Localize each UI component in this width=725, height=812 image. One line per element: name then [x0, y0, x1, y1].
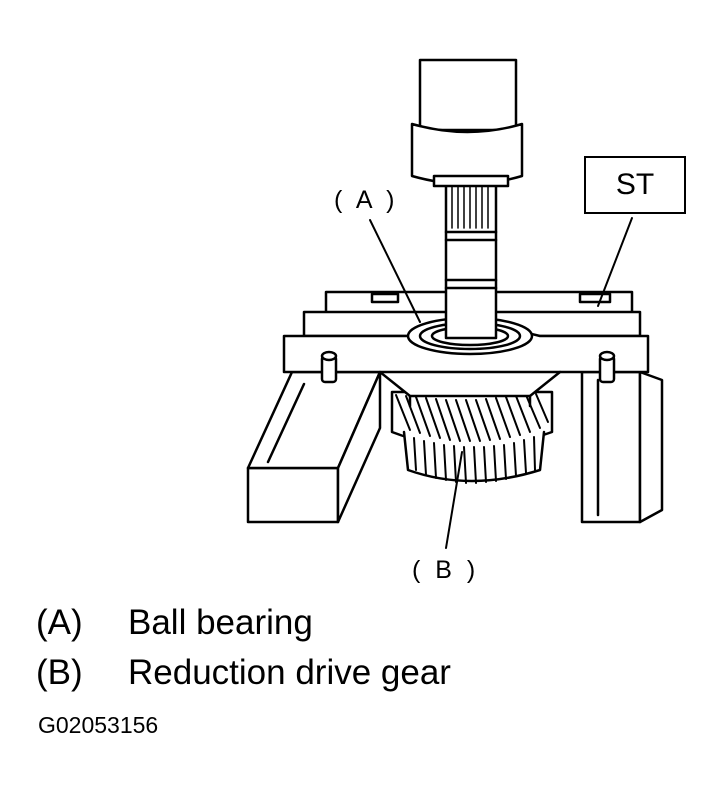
- callout-a: ( A ): [334, 186, 399, 214]
- left-support-block: [246, 370, 382, 524]
- callout-b: ( B ): [412, 556, 480, 584]
- puller-bolts: [320, 350, 616, 384]
- right-support-block: [580, 370, 664, 524]
- shaft: [444, 178, 498, 340]
- legend-text: Reduction drive gear: [128, 653, 451, 692]
- figure-code: G02053156: [38, 712, 159, 738]
- special-tool-label-box: ST: [584, 156, 686, 214]
- reduction-drive-gear: [390, 390, 554, 484]
- legend-text: Ball bearing: [128, 603, 313, 642]
- press-ram: [410, 58, 524, 188]
- legend-key: (B): [36, 653, 83, 692]
- legend-key: (A): [36, 603, 83, 642]
- press-and-puller-drawing: [246, 58, 664, 549]
- bearing-removal-illustration: ( A ) ( B ) ST: [246, 58, 686, 584]
- leader-lines: [369, 217, 633, 549]
- callout-st: ST: [615, 168, 655, 201]
